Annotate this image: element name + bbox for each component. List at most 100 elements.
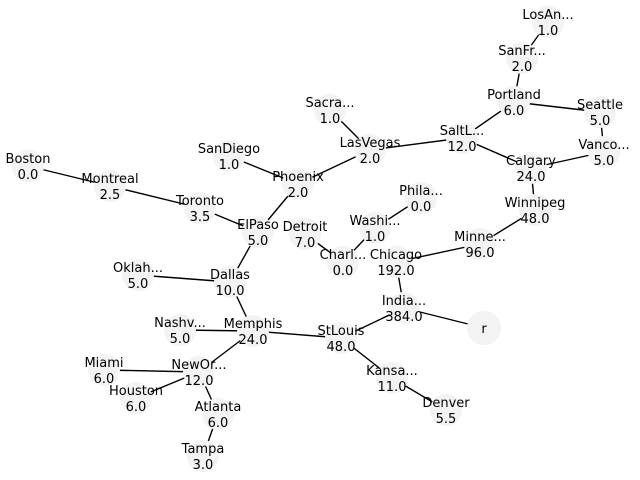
node-value: 12.0: [448, 140, 477, 155]
node-name: LasVegas: [340, 136, 401, 151]
node-circle: [464, 228, 496, 260]
node-value: 5.0: [594, 154, 615, 169]
node-value: 2.0: [360, 152, 381, 167]
node-name: Seattle: [577, 98, 623, 113]
node-name: Nashv...: [154, 316, 206, 331]
node-name: Toronto: [175, 194, 224, 209]
node-value: 11.0: [378, 380, 407, 395]
node-name: StLouis: [318, 324, 365, 339]
node-value: 384.0: [385, 310, 422, 325]
node-name: Houston: [109, 384, 163, 399]
node-value: 6.0: [126, 400, 147, 415]
node-circle: [184, 192, 216, 224]
node-value: 1.0: [320, 112, 341, 127]
node-circle: [237, 315, 269, 347]
node-Root: r: [467, 311, 501, 345]
node-name: Atlanta: [195, 400, 242, 415]
node-name: Kansa...: [366, 364, 418, 379]
node-circle: [519, 194, 551, 226]
node-value: 48.0: [521, 212, 550, 227]
node-Sacramento: Sacra...1.0: [305, 94, 355, 127]
node-name: Denver: [422, 396, 470, 411]
node-circle: [94, 170, 126, 202]
node-circle: [314, 94, 346, 126]
node-value: 192.0: [377, 264, 414, 279]
node-name: Tampa: [181, 442, 225, 457]
node-name: Detroit: [283, 220, 328, 235]
node-circle: [122, 259, 154, 291]
node-value: 5.0: [590, 114, 611, 129]
node-SanFrancisco: SanFr...2.0: [498, 42, 546, 75]
node-name: Portland: [487, 88, 541, 103]
node-name: Dallas: [210, 268, 250, 283]
node-circle: [183, 356, 215, 388]
node-name: Memphis: [224, 317, 283, 332]
node-NewOrleans: NewOr...12.0: [171, 356, 227, 389]
node-value: 5.0: [248, 234, 269, 249]
node-value: 48.0: [327, 340, 356, 355]
node-circle: [506, 42, 538, 74]
node-name: ElPaso: [237, 218, 279, 233]
node-value: 3.5: [190, 210, 211, 225]
node-circle: [282, 168, 314, 200]
node-Vancouver: Vanco...5.0: [578, 136, 630, 169]
node-circle: [214, 266, 246, 298]
node-circle: [588, 136, 620, 168]
node-Nashville: Nashv...5.0: [154, 314, 206, 347]
node-value: 1.0: [365, 230, 386, 245]
node-Philadelphia: Phila...0.0: [399, 182, 443, 215]
node-LosAngeles: LosAn...1.0: [522, 6, 574, 39]
node-KansasCity: Kansa...11.0: [366, 362, 418, 395]
node-name: SanDiego: [198, 142, 260, 157]
node-circle: [430, 394, 462, 426]
node-name: Chicago: [370, 248, 422, 263]
node-circle: [213, 140, 245, 172]
node-value: 7.0: [295, 236, 316, 251]
node-name: Boston: [6, 152, 51, 167]
node-value: 3.0: [193, 458, 214, 473]
node-value: 6.0: [504, 104, 525, 119]
node-circle: [202, 398, 234, 430]
node-value: 96.0: [466, 246, 495, 261]
node-value: 2.0: [288, 186, 309, 201]
node-value: 24.0: [517, 170, 546, 185]
node-circle: [242, 216, 274, 248]
node-name: SanFr...: [498, 44, 546, 59]
node-value: 6.0: [94, 372, 115, 387]
node-name: Calgary: [506, 154, 556, 169]
node-name: Phoenix: [272, 170, 324, 185]
node-circle: [187, 440, 219, 472]
node-circle: [532, 6, 564, 38]
node-circle: [446, 122, 478, 154]
node-circle: [327, 246, 359, 278]
node-name: Phila...: [399, 184, 443, 199]
node-name: Minne...: [454, 230, 506, 245]
node-value: 6.0: [208, 416, 229, 431]
node-circle: [120, 382, 152, 414]
node-circle: [584, 96, 616, 128]
node-SaltLake: SaltL...12.0: [440, 122, 484, 155]
node-Washington: Washi...1.0: [349, 212, 401, 245]
node-circle: [380, 246, 412, 278]
node-name: India...: [382, 294, 426, 309]
node-value: 2.0: [512, 60, 533, 75]
node-circle: [289, 218, 321, 250]
